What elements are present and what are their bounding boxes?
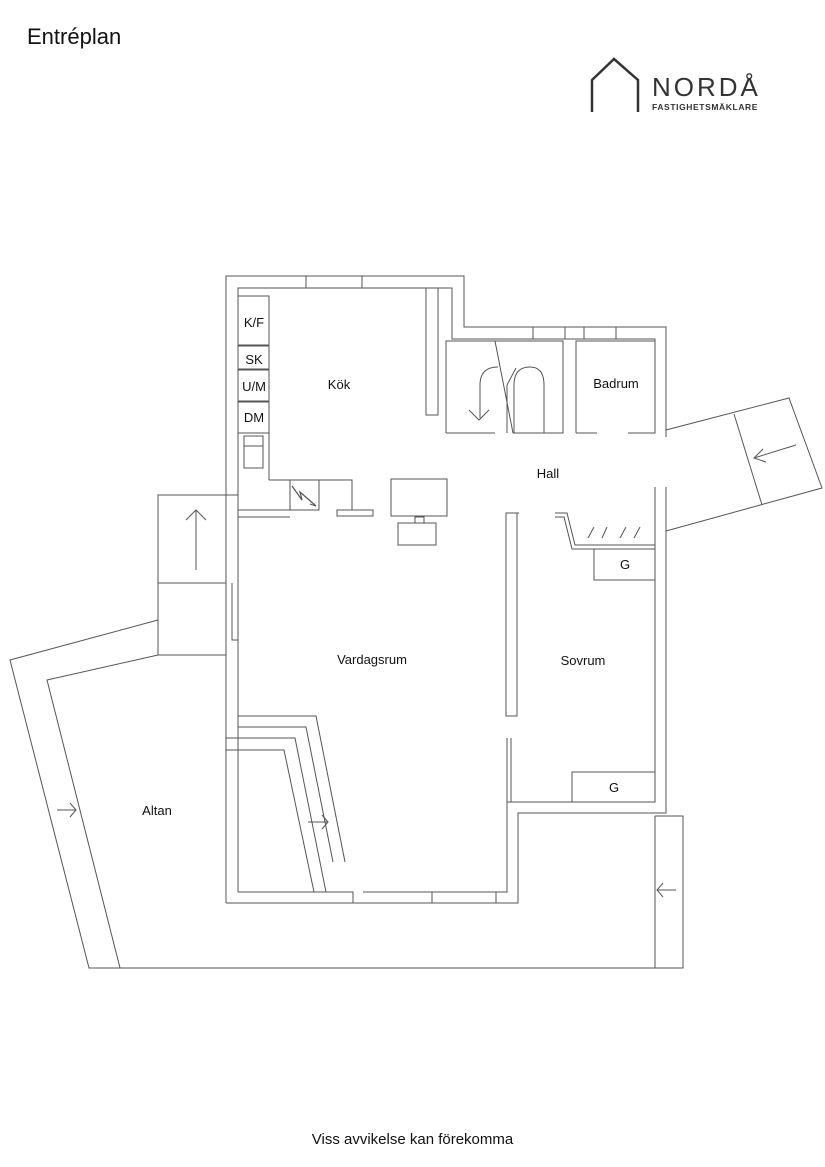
label-vardagsrum: Vardagsrum (337, 652, 407, 667)
house-icon (590, 57, 640, 112)
altan-deck (9, 619, 684, 969)
kitchen-appliances (237, 295, 374, 517)
logo-name: NORDÅ (652, 72, 761, 102)
label-dm: DM (244, 410, 264, 425)
label-garderob-2: G (609, 780, 619, 795)
label-sovrum: Sovrum (561, 653, 606, 668)
label-kok: Kök (328, 377, 351, 392)
label-um: U/M (242, 379, 266, 394)
entrance-deck (157, 494, 239, 656)
hall-stairs (468, 340, 545, 434)
wardrobe (555, 512, 656, 803)
disclaimer: Viss avvikelse kan förekomma (311, 1131, 514, 1148)
label-badrum: Badrum (593, 376, 639, 391)
label-kf: K/F (244, 315, 264, 330)
company-logo: NORDÅ FASTIGHETSMÄKLARE (588, 56, 778, 116)
label-hall: Hall (537, 466, 560, 481)
dining-table (390, 478, 448, 546)
page-title: Entréplan (27, 24, 122, 49)
interior-walls (226, 288, 656, 893)
label-sk: SK (245, 352, 263, 367)
label-garderob-1: G (620, 557, 630, 572)
right-deck (665, 397, 823, 532)
logo-subtitle: FASTIGHETSMÄKLARE (652, 102, 759, 112)
label-altan: Altan (142, 803, 172, 818)
